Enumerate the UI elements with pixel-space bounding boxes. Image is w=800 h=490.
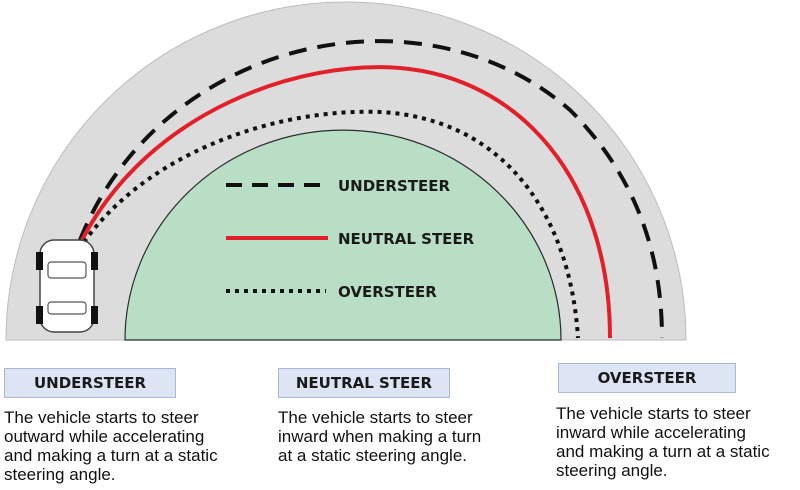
legend-oversteer-label: OVERSTEER	[338, 283, 437, 301]
understeer-path	[78, 39, 664, 339]
steering-diagram: UNDERSTEER NEUTRAL STEER OVERSTEER	[5, 1, 687, 341]
legend: UNDERSTEER NEUTRAL STEER OVERSTEER	[226, 177, 475, 301]
oversteer-description: The vehicle starts to steer inward while…	[556, 404, 770, 480]
legend-neutral-label: NEUTRAL STEER	[338, 230, 475, 248]
neutral-steer-description: The vehicle starts to steer inward when …	[278, 408, 482, 465]
oversteer-path	[82, 109, 580, 339]
understeer-description: The vehicle starts to steer outward whil…	[4, 408, 218, 484]
oversteer-title: OVERSTEER	[558, 363, 736, 393]
understeer-title: UNDERSTEER	[4, 368, 176, 398]
neutral-steer-title: NEUTRAL STEER	[278, 368, 450, 398]
neutral-steer-path	[80, 65, 612, 339]
infield	[124, 129, 562, 341]
car-icon	[36, 239, 98, 333]
legend-understeer-label: UNDERSTEER	[338, 177, 451, 195]
